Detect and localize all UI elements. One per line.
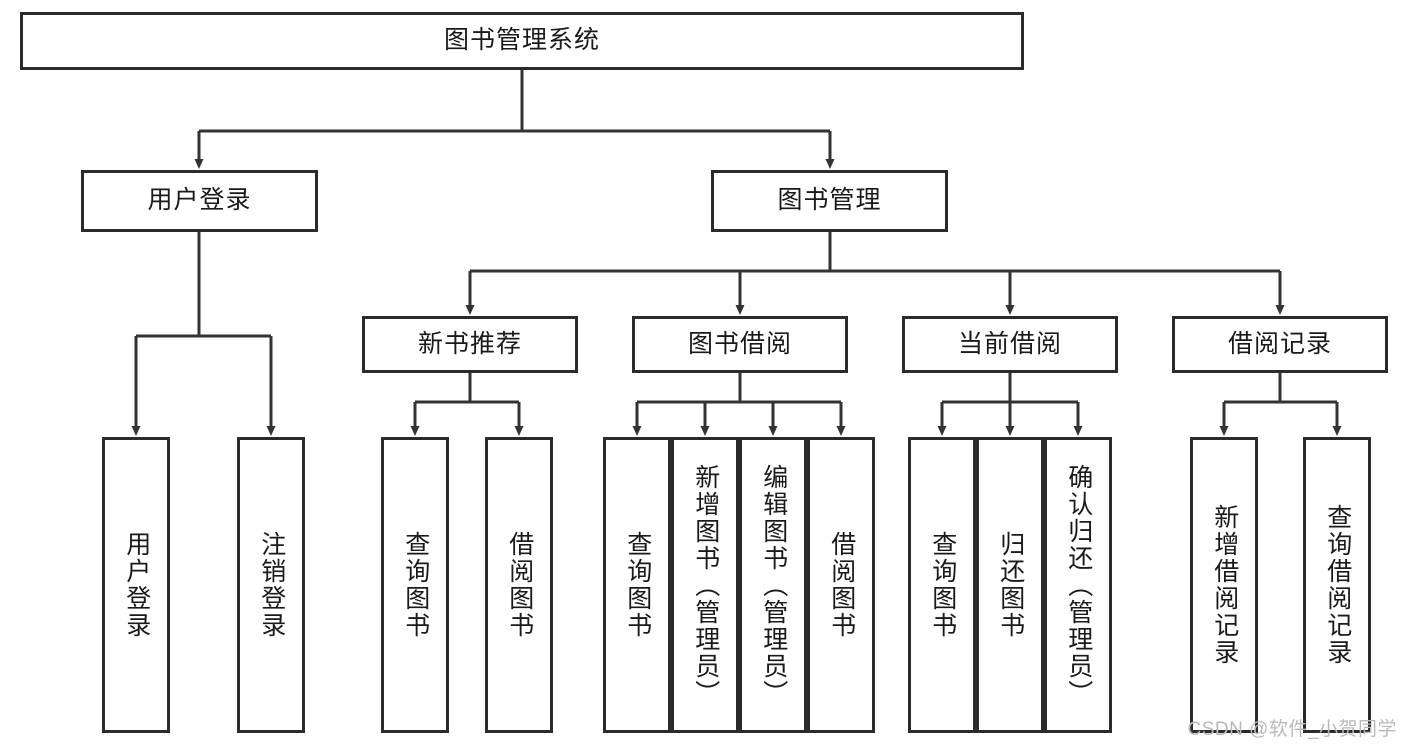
leaf-user-login-signin[interactable]: 用户登录 [102,437,170,733]
node-label: 借阅图书 [827,531,856,639]
node-root-book-management-system[interactable]: 图书管理系统 [20,12,1024,70]
node-user-login[interactable]: 用户登录 [81,170,318,232]
node-label: 新增借阅记录 [1210,504,1239,666]
node-current-borrow[interactable]: 当前借阅 [902,316,1118,373]
node-label: 确认归还（管理员） [1064,463,1093,707]
node-label: 查询借阅记录 [1323,504,1352,666]
node-borrow-record[interactable]: 借阅记录 [1172,316,1388,373]
node-label: 新增图书（管理员） [691,463,720,707]
node-label: 图书管理系统 [443,26,600,55]
node-book-management[interactable]: 图书管理 [711,170,948,232]
leaf-new-book-query[interactable]: 查询图书 [381,437,449,733]
leaf-current-borrow-return[interactable]: 归还图书 [976,437,1044,733]
node-label: 用户登录 [122,531,151,639]
leaf-book-borrow-borrow[interactable]: 借阅图书 [807,437,875,733]
node-label: 注销登录 [257,531,286,639]
node-label: 新书推荐 [417,329,522,358]
leaf-current-borrow-confirm-return-admin[interactable]: 确认归还（管理员） [1044,437,1112,733]
node-label: 查询图书 [623,531,652,639]
node-label: 查询图书 [928,531,957,639]
node-label: 借阅记录 [1227,329,1332,358]
leaf-new-book-borrow[interactable]: 借阅图书 [485,437,553,733]
node-label: 图书管理 [777,186,882,215]
node-book-borrow[interactable]: 图书借阅 [632,316,848,373]
node-label: 当前借阅 [957,329,1062,358]
leaf-current-borrow-query[interactable]: 查询图书 [908,437,976,733]
leaf-borrow-record-add[interactable]: 新增借阅记录 [1190,437,1258,733]
node-new-book-recommend[interactable]: 新书推荐 [362,316,578,373]
leaf-book-borrow-query[interactable]: 查询图书 [603,437,671,733]
leaf-book-borrow-add-admin[interactable]: 新增图书（管理员） [671,437,739,733]
leaf-book-borrow-edit-admin[interactable]: 编辑图书（管理员） [739,437,807,733]
node-label: 归还图书 [996,531,1025,639]
node-label: 编辑图书（管理员） [759,463,788,707]
node-label: 图书借阅 [687,329,792,358]
leaf-borrow-record-query[interactable]: 查询借阅记录 [1303,437,1371,733]
node-label: 借阅图书 [505,531,534,639]
node-label: 用户登录 [147,186,252,215]
leaf-user-login-signout[interactable]: 注销登录 [237,437,305,733]
node-label: 查询图书 [401,531,430,639]
